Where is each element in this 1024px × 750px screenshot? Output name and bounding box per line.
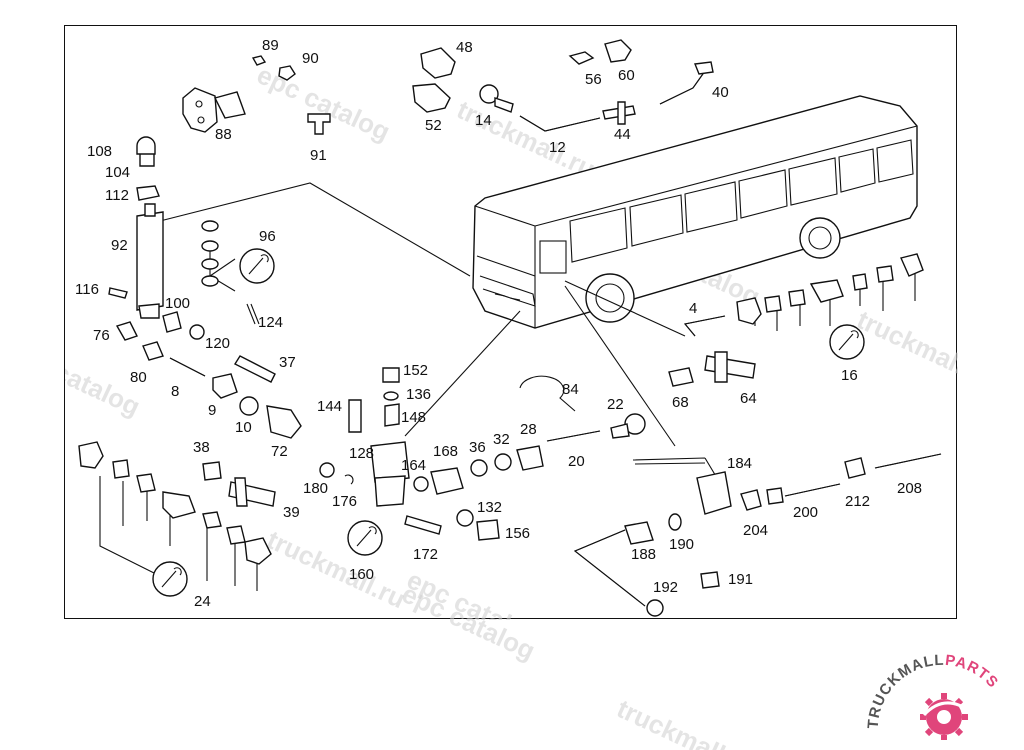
callout-100: 100 [165, 295, 190, 312]
watermark: truckmall.ru [452, 94, 600, 184]
watermark: epc catalog [402, 564, 544, 620]
callout-88: 88 [215, 126, 232, 143]
watermark: truckmall.ru [612, 693, 760, 750]
callout-14: 14 [475, 112, 492, 129]
logo-text-accent: PARTS [944, 652, 1002, 692]
truckmall-parts-logo: TRUCKMALLPARTS [866, 652, 1002, 740]
callout-90: 90 [302, 50, 319, 67]
callout-28: 28 [520, 421, 537, 438]
callout-22: 22 [607, 396, 624, 413]
callout-212: 212 [845, 493, 870, 510]
callout-4: 4 [689, 300, 697, 317]
callout-152: 152 [403, 362, 428, 379]
callout-144: 144 [317, 398, 342, 415]
callout-208: 208 [897, 480, 922, 497]
callout-136: 136 [406, 386, 431, 403]
callout-191: 191 [728, 571, 753, 588]
callout-76: 76 [93, 327, 110, 344]
callout-24: 24 [194, 593, 211, 610]
watermark: truckmall.ru [852, 304, 958, 394]
parts-exploded-diagram: epc catalog truckmall.ru epc catalog tru… [65, 37, 958, 620]
callout-16: 16 [841, 367, 858, 384]
callout-40: 40 [712, 84, 729, 101]
callout-38: 38 [193, 439, 210, 456]
gear-icon [920, 693, 971, 740]
callout-96: 96 [259, 228, 276, 245]
callout-48: 48 [456, 39, 473, 56]
callout-92: 92 [111, 237, 128, 254]
callout-116: 116 [75, 281, 99, 298]
callout-190: 190 [669, 536, 694, 553]
watermark: truckmall.ru [262, 524, 410, 614]
callout-56: 56 [585, 71, 602, 88]
callout-112: 112 [105, 187, 129, 204]
callout-188: 188 [631, 546, 656, 563]
callout-148: 148 [401, 409, 426, 426]
callout-168: 168 [433, 443, 458, 460]
callout-84: 84 [562, 381, 579, 398]
callout-184: 184 [727, 455, 752, 472]
callout-20: 20 [568, 453, 585, 470]
callout-9: 9 [208, 402, 216, 419]
callout-104: 104 [105, 164, 130, 181]
callout-176: 176 [332, 493, 357, 510]
callout-37: 37 [279, 354, 296, 371]
callout-180: 180 [303, 480, 328, 497]
callout-52: 52 [425, 117, 442, 134]
callout-200: 200 [793, 504, 818, 521]
callout-80: 80 [130, 369, 147, 386]
parts-layer [78, 39, 942, 617]
bus-illustration [472, 95, 918, 329]
callout-labels: 89 90 48 56 60 40 88 91 14 52 12 44 108 … [75, 37, 922, 610]
callout-128: 128 [349, 445, 374, 462]
callout-156: 156 [505, 525, 530, 542]
callout-10: 10 [235, 419, 252, 436]
callout-132: 132 [477, 499, 502, 516]
callout-60: 60 [618, 67, 635, 84]
callout-192: 192 [653, 579, 678, 596]
callout-64: 64 [740, 390, 757, 407]
callout-204: 204 [743, 522, 768, 539]
callout-164: 164 [401, 457, 426, 474]
callout-39: 39 [283, 504, 300, 521]
callout-172: 172 [413, 546, 438, 563]
callout-68: 68 [672, 394, 689, 411]
callout-32: 32 [493, 431, 510, 448]
diagram-frame: epc catalog truckmall.ru epc catalog tru… [64, 25, 958, 620]
callout-89: 89 [262, 37, 279, 54]
callout-160: 160 [349, 566, 374, 583]
callout-8: 8 [171, 383, 179, 400]
callout-124: 124 [258, 314, 283, 331]
callout-44: 44 [614, 126, 631, 143]
callout-120: 120 [205, 335, 230, 352]
callout-108: 108 [87, 143, 112, 160]
callout-91: 91 [310, 147, 327, 164]
callout-12: 12 [549, 139, 566, 156]
callout-36: 36 [469, 439, 486, 456]
callout-72: 72 [271, 443, 288, 460]
